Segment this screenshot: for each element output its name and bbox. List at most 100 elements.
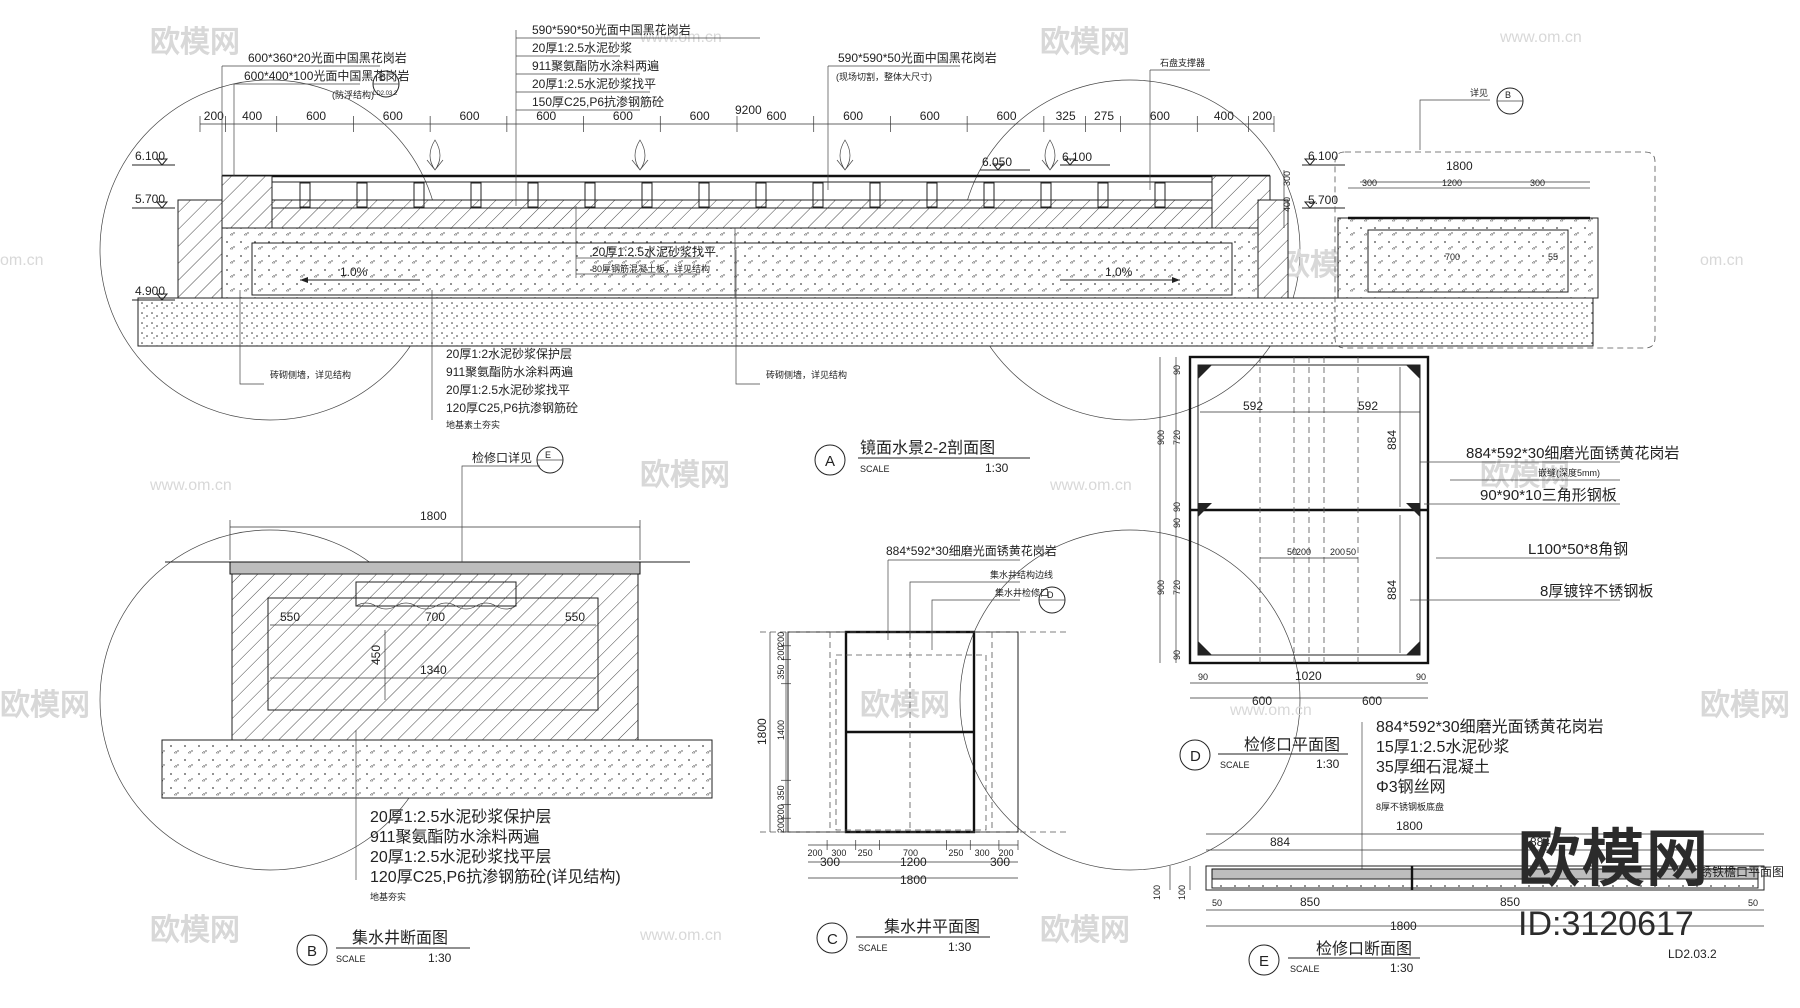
svg-text:90: 90 (1172, 365, 1182, 375)
dim-label: 600 (997, 109, 1017, 123)
watermark-url: om.cn (0, 252, 44, 269)
svg-text:100: 100 (1177, 885, 1187, 900)
pedestal (299, 182, 311, 208)
slope-right: 1.0% (1105, 265, 1133, 279)
svg-text:900: 900 (1156, 580, 1166, 595)
plant-icon (426, 139, 444, 171)
dim-label: 200 (998, 848, 1013, 858)
svg-text:1800: 1800 (420, 509, 447, 523)
svg-text:1800: 1800 (1396, 819, 1423, 833)
dim-label: 600 (306, 109, 326, 123)
callout-bottom: 20厚1:2水泥砂浆保护层 911聚氨酯防水涂料两遍 20厚1:2.5水泥砂浆找… (446, 346, 578, 430)
svg-text:集水井结构边线: 集水井结构边线 (990, 569, 1053, 580)
dim-label: 1400 (776, 720, 786, 740)
svg-text:35厚细石混凝土: 35厚细石混凝土 (1376, 758, 1490, 776)
pedestal (527, 182, 539, 208)
pedestal (869, 182, 881, 208)
level-markers: 6.100 5.700 4.900 6.050 6.100 6.100 5.70… (132, 149, 1345, 301)
svg-text:20厚1:2.5水泥砂浆: 20厚1:2.5水泥砂浆 (532, 40, 632, 55)
svg-text:120厚C25,P6抗渗钢筋砼(详见结构): 120厚C25,P6抗渗钢筋砼(详见结构) (370, 868, 621, 886)
title-badge-c (816, 922, 848, 954)
svg-text:884: 884 (1385, 430, 1399, 450)
svg-text:砖砌侧墙，详见结构: 砖砌侧墙，详见结构 (270, 369, 351, 380)
basin-cavity (251, 242, 1233, 296)
svg-text:4.900: 4.900 (135, 284, 165, 298)
svg-text:300: 300 (820, 855, 840, 869)
dim-label: 350 (776, 785, 786, 800)
svg-text:地基素土夯实: 地基素土夯实 (446, 419, 500, 430)
title-badge-e (1248, 944, 1280, 976)
svg-text:1200: 1200 (900, 855, 927, 869)
watermark-url: www.om.cn (639, 29, 722, 46)
svg-text:450: 450 (369, 645, 383, 665)
svg-text:5.700: 5.700 (1308, 193, 1338, 207)
title-a: 镜面水景2-2剖面图 (860, 438, 995, 457)
svg-text:1800: 1800 (755, 718, 769, 745)
callout-top: 590*590*50光面中国黑花岗岩 20厚1:2.5水泥砂浆 911聚氨酯防水… (516, 22, 760, 111)
callout-left2: 600*400*100光面中国黑花岗岩 (244, 68, 409, 83)
svg-text:C: C (827, 931, 838, 948)
svg-text:SCALE: SCALE (1290, 964, 1320, 974)
svg-text:A: A (825, 453, 835, 470)
callout-mid: 590*590*50光面中国黑花岗岩 (838, 50, 997, 65)
svg-text:590*590*50光面中国黑花岗岩: 590*590*50光面中国黑花岗岩 (532, 22, 691, 37)
svg-text:B: B (307, 943, 317, 960)
svg-text:200: 200 (1330, 547, 1345, 557)
dim-label: 600 (536, 109, 556, 123)
pedestal (641, 182, 653, 208)
svg-text:300: 300 (1282, 171, 1292, 186)
svg-text:20厚1:2.5水泥砂浆找平: 20厚1:2.5水泥砂浆找平 (532, 76, 656, 91)
svg-text:B: B (1505, 90, 1511, 100)
svg-text:720: 720 (1172, 430, 1182, 445)
svg-text:700: 700 (425, 610, 445, 624)
svg-text:120厚C25,P6抗渗钢筋砼: 120厚C25,P6抗渗钢筋砼 (446, 400, 578, 415)
svg-text:6.100: 6.100 (1308, 149, 1338, 163)
svg-text:90: 90 (1198, 672, 1208, 682)
svg-text:地基夯实: 地基夯实 (370, 891, 406, 902)
svg-text:L100*50*8角钢: L100*50*8角钢 (1528, 541, 1628, 558)
svg-text:884: 884 (1530, 835, 1550, 849)
pedestal (983, 182, 995, 208)
dim-label: 600 (920, 109, 940, 123)
svg-text:(现场切割，整体大尺寸): (现场切割，整体大尺寸) (836, 71, 932, 82)
svg-text:884*592*30细磨光面锈黄花岗岩: 884*592*30细磨光面锈黄花岗岩 (1376, 718, 1604, 736)
title-badge-b (296, 934, 328, 966)
dim-label: 200 (776, 818, 786, 833)
title-e: 检修口断面图 (1316, 940, 1412, 958)
svg-text:20厚1:2.5水泥砂浆找平: 20厚1:2.5水泥砂浆找平 (446, 382, 570, 397)
svg-text:592: 592 (1358, 399, 1378, 413)
title-d: 检修口平面图 (1244, 736, 1340, 754)
svg-text:911聚氨酯防水涂料两遍: 911聚氨酯防水涂料两遍 (446, 364, 573, 379)
callout-right: 石盘支撑器 (1160, 57, 1205, 68)
watermark-text: 欧模网 (0, 689, 90, 722)
svg-text:砖砌侧墙，详见结构: 砖砌侧墙，详见结构 (766, 369, 847, 380)
svg-text:50: 50 (1346, 547, 1356, 557)
svg-text:50: 50 (1748, 898, 1758, 908)
svg-text:20厚1:2水泥砂浆保护层: 20厚1:2水泥砂浆保护层 (446, 346, 572, 361)
svg-text:1:30: 1:30 (985, 461, 1009, 475)
pedestal (698, 182, 710, 208)
dim-label: 400 (242, 109, 262, 123)
ground-slab (137, 297, 1594, 347)
svg-text:50: 50 (1287, 547, 1297, 557)
svg-text:1340: 1340 (420, 663, 447, 677)
dim-label: 600 (383, 109, 403, 123)
svg-text:6.100: 6.100 (1062, 150, 1092, 164)
title-b: 集水井断面图 (352, 929, 448, 947)
watermark-text: 欧模网 (150, 914, 240, 947)
svg-text:884*592*30细磨光面锈黄花岗岩: 884*592*30细磨光面锈黄花岗岩 (1466, 445, 1679, 462)
dim-label: 200 (776, 804, 786, 819)
watermark-text: 欧模网 (860, 689, 950, 722)
svg-text:300: 300 (990, 855, 1010, 869)
dim-label: 400 (1214, 109, 1234, 123)
svg-text:550: 550 (280, 610, 300, 624)
pedestal (1040, 182, 1052, 208)
slope-left: 1.0% (340, 265, 368, 279)
brand-stamp: 欧模网 ID:3120617 LD2.03.2 (1518, 825, 1717, 961)
svg-text:200: 200 (1296, 547, 1311, 557)
svg-text:90: 90 (1172, 518, 1182, 528)
svg-text:884: 884 (1385, 580, 1399, 600)
svg-text:1800: 1800 (1390, 919, 1417, 933)
svg-text:D: D (1047, 590, 1054, 600)
svg-text:720: 720 (1172, 580, 1182, 595)
